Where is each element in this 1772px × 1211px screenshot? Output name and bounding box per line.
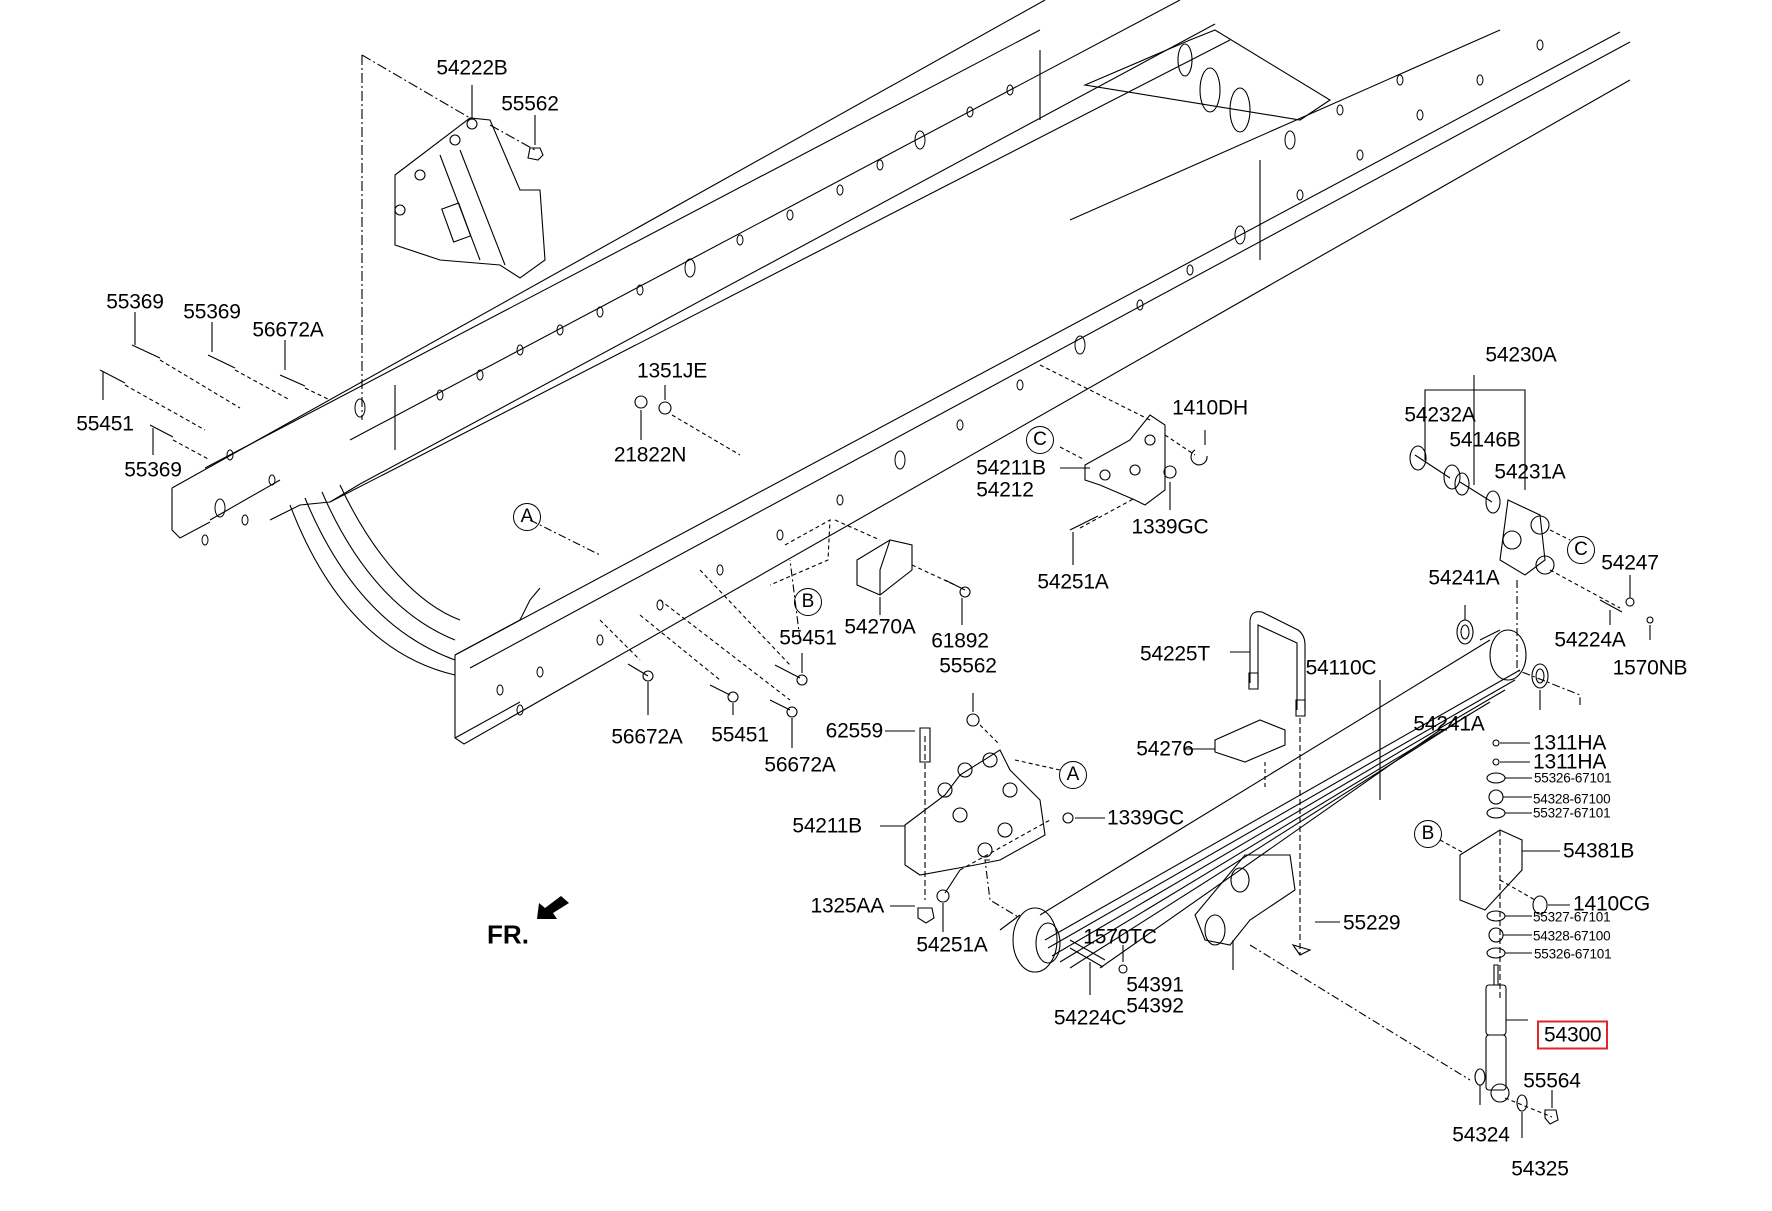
nut-washer-1351JE xyxy=(635,385,740,455)
part-label-56672A[interactable]: 56672A xyxy=(611,725,683,749)
callout-b-shock: B xyxy=(1414,820,1442,848)
shackle-assembly xyxy=(1410,375,1653,705)
guide-lines xyxy=(530,520,800,640)
part-label-1410DH[interactable]: 1410DH xyxy=(1172,396,1248,420)
part-label-54381B[interactable]: 54381B xyxy=(1563,839,1635,863)
callout-a-left: A xyxy=(513,503,541,531)
left-frame-rail xyxy=(172,0,1230,538)
part-label-55451[interactable]: 55451 xyxy=(779,626,837,650)
part-label-1311HA[interactable]: 1311HA xyxy=(1533,750,1607,774)
callout-b-left: B xyxy=(794,588,822,616)
part-label-55369[interactable]: 55369 xyxy=(106,290,164,314)
crossmember-arched xyxy=(290,485,460,675)
part-label-54224A[interactable]: 54224A xyxy=(1554,628,1626,652)
part-label-55562[interactable]: 55562 xyxy=(939,654,997,678)
part-label-54224C[interactable]: 54224C xyxy=(1053,1006,1127,1030)
axle-seat xyxy=(1195,855,1470,1080)
top-left-bolts xyxy=(100,312,330,460)
part-label-1325AA[interactable]: 1325AA xyxy=(810,894,884,918)
part-label-54270A[interactable]: 54270A xyxy=(844,615,916,639)
part-label-55451[interactable]: 55451 xyxy=(711,723,769,747)
part-label-54328-67100[interactable]: 54328-67100 xyxy=(1533,791,1611,807)
part-label-1339GC[interactable]: 1339GC xyxy=(1131,515,1209,539)
part-label-54212[interactable]: 54212 xyxy=(976,478,1034,502)
part-label-1339GC[interactable]: 1339GC xyxy=(1107,806,1185,830)
callout-a-lower: A xyxy=(1059,761,1087,789)
part-label-56672A[interactable]: 56672A xyxy=(764,753,836,777)
part-label-54391[interactable]: 54391 xyxy=(1126,973,1184,997)
part-label-54211B[interactable]: 54211B xyxy=(976,456,1046,480)
callout-c-upper: C xyxy=(1026,426,1054,454)
part-label-54247[interactable]: 54247 xyxy=(1601,551,1659,575)
part-label-54241A[interactable]: 54241A xyxy=(1428,566,1500,590)
part-label-54251A[interactable]: 54251A xyxy=(1037,570,1109,594)
part-label-55564[interactable]: 55564 xyxy=(1523,1069,1581,1093)
u-bolt xyxy=(1185,612,1305,955)
part-label-54231A[interactable]: 54231A xyxy=(1494,460,1566,484)
part-label-55327-67101[interactable]: 55327-67101 xyxy=(1533,805,1611,821)
part-label-62559[interactable]: 62559 xyxy=(825,719,884,743)
part-label-54241A[interactable]: 54241A xyxy=(1413,712,1485,736)
part-label-54325[interactable]: 54325 xyxy=(1511,1157,1569,1181)
shock-stack xyxy=(1440,740,1570,1138)
part-label-54222B[interactable]: 54222B xyxy=(436,56,508,80)
part-label-55326-67101[interactable]: 55326-67101 xyxy=(1534,946,1612,962)
front-direction-label: FR. xyxy=(487,919,529,950)
bump-stopper xyxy=(770,520,970,625)
part-label-54232A[interactable]: 54232A xyxy=(1404,403,1476,427)
hanger-lower xyxy=(880,693,1105,932)
part-label-55327-67101[interactable]: 55327-67101 xyxy=(1533,909,1611,925)
part-label-54146B[interactable]: 54146B xyxy=(1449,428,1521,452)
part-label-1351JE[interactable]: 1351JE xyxy=(636,359,708,383)
part-label-21822N[interactable]: 21822N xyxy=(613,443,687,467)
part-label-54324[interactable]: 54324 xyxy=(1452,1123,1510,1147)
front-direction-arrow-icon xyxy=(537,896,569,919)
part-label-55451[interactable]: 55451 xyxy=(76,412,134,436)
part-label-55369[interactable]: 55369 xyxy=(183,300,241,324)
front-pin xyxy=(985,860,1127,995)
part-label-54230A[interactable]: 54230A xyxy=(1485,343,1557,367)
right-frame-rail xyxy=(455,30,1630,744)
part-label-1410CG[interactable]: 1410CG xyxy=(1573,892,1651,916)
frame-holes xyxy=(202,40,1543,715)
crossmember-top xyxy=(1085,30,1330,132)
part-label-54392[interactable]: 54392 xyxy=(1126,994,1184,1018)
part-label-54251A[interactable]: 54251A xyxy=(916,933,988,957)
part-label-61892[interactable]: 61892 xyxy=(931,629,989,653)
part-label-1311HA[interactable]: 1311HA xyxy=(1533,731,1607,755)
part-label-1570TC[interactable]: 1570TC xyxy=(1083,925,1157,949)
part-label-54300-highlighted[interactable]: 54300 xyxy=(1537,1020,1609,1050)
part-label-55369[interactable]: 55369 xyxy=(124,458,182,482)
middle-bolts xyxy=(600,570,807,748)
part-label-55562[interactable]: 55562 xyxy=(501,92,559,116)
part-label-54211B[interactable]: 54211B xyxy=(792,814,862,838)
hanger-upper xyxy=(1040,365,1207,565)
bracket-54222B-drawing xyxy=(362,55,545,420)
leaf-spring xyxy=(1000,605,1548,972)
part-label-54328-67100[interactable]: 54328-67100 xyxy=(1533,928,1611,944)
part-label-55229[interactable]: 55229 xyxy=(1343,911,1401,935)
callout-c-shackle: C xyxy=(1567,536,1595,564)
part-label-55326-67101[interactable]: 55326-67101 xyxy=(1534,770,1612,786)
part-label-54225T[interactable]: 54225T xyxy=(1139,642,1211,666)
part-label-1570NB[interactable]: 1570NB xyxy=(1612,656,1688,680)
part-label-54276[interactable]: 54276 xyxy=(1136,737,1194,761)
part-label-56672A[interactable]: 56672A xyxy=(252,318,324,342)
part-label-54110C[interactable]: 54110C xyxy=(1305,656,1377,680)
